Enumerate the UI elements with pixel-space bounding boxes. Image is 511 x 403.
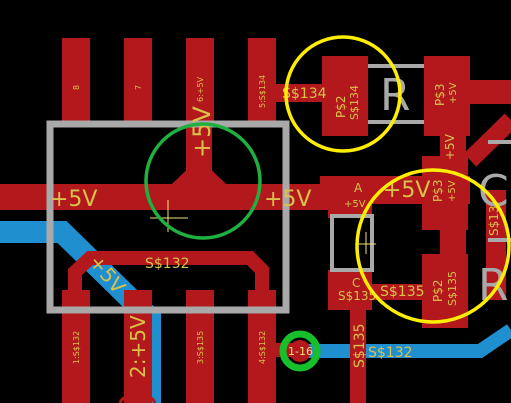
cap-pad-a-net: +5V <box>344 199 366 210</box>
r-top-pad-p3[interactable] <box>424 56 470 136</box>
r-bottom-p2-net: S$135 <box>446 271 459 306</box>
net-s135-trace: S$135 <box>380 284 425 300</box>
trace-5v-tee <box>172 158 226 184</box>
trace-s135-right[interactable] <box>486 190 506 300</box>
cap-pad-c-net: S$135 <box>338 289 376 303</box>
cap-pad-c-label: C <box>352 276 360 290</box>
ic-pad-8[interactable] <box>62 38 90 124</box>
via-label: 1-16 <box>288 345 313 358</box>
partial-circle-bottom <box>118 392 157 403</box>
ic-pad-7-label: 7 <box>134 85 143 90</box>
r-top-p2-label: P$2 <box>334 95 348 118</box>
ic-pad-6-label: 6:+5V <box>196 76 205 102</box>
ic-pad-3-label: 3:S$135 <box>196 331 205 364</box>
r-top-p3-label: P$3 <box>433 83 447 106</box>
silkscreen-layer <box>46 64 511 314</box>
ic-pad-5-label: 5:S$134 <box>258 75 267 108</box>
via-1-16[interactable] <box>279 330 321 372</box>
ic-pad-1-label: 1:S$132 <box>72 331 81 364</box>
ic-pad-7[interactable] <box>124 38 152 124</box>
top-copper-layer <box>0 38 511 403</box>
trace-s135-vertical[interactable] <box>350 290 366 403</box>
r-top-p3-net: +5V <box>448 82 459 104</box>
net-5v-bottom-vertical: +5V <box>443 133 457 160</box>
net-5v-right: +5V <box>264 187 311 212</box>
net-s132-trace: S$132 <box>145 256 190 272</box>
net-s135-corner: S$13 <box>487 205 501 236</box>
ic-pad-5[interactable] <box>248 38 276 124</box>
cap-pad-a-label: A <box>354 181 363 195</box>
ic-pad-4-label: 4:S$132 <box>258 331 267 364</box>
r-bottom-p2-label: P$2 <box>431 279 445 302</box>
net-s132-blue: S$132 <box>368 345 413 361</box>
ic-pad-6[interactable] <box>186 38 214 124</box>
r-top-pad-p2[interactable] <box>322 56 368 136</box>
highlight-circle-5v-tee <box>144 122 262 240</box>
ic-outline <box>46 120 290 314</box>
net-s134-trace: S$134 <box>282 86 327 102</box>
ic-pad-2-label: 2:+5V <box>126 315 150 378</box>
highlight-circle-r-bottom <box>355 168 511 324</box>
trace-5v-main[interactable] <box>0 184 330 210</box>
net-5v-left: +5V <box>50 187 97 212</box>
net-s135-vertical: S$135 <box>352 323 368 368</box>
net-5v-vertical: +5V <box>188 106 216 158</box>
right-edge-silk-glyph: C <box>478 166 509 217</box>
cap-outline <box>330 214 374 272</box>
r-bottom-p3-label: P$3 <box>431 179 445 202</box>
ic-pad-8-label: 8 <box>72 85 81 90</box>
r-bottom-p3-net: +5V <box>447 180 458 202</box>
trace-s132[interactable] <box>68 251 269 298</box>
highlight-circle-r-top <box>284 35 402 153</box>
r-top-p2-net: S$134 <box>348 85 361 120</box>
